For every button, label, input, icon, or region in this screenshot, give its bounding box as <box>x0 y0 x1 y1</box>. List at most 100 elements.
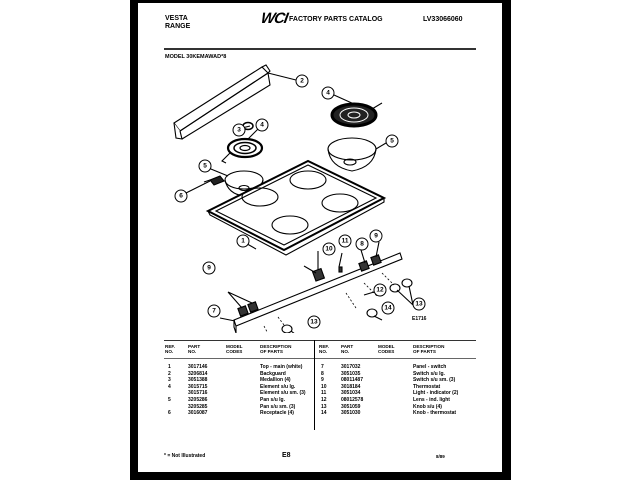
table-cell-desc: Pan s/u lg. <box>260 397 286 403</box>
table-cell-desc: Top - main (white) <box>260 364 303 370</box>
callout-13-left: 13 <box>307 315 321 329</box>
callout-4-left: 4 <box>255 118 269 132</box>
table-cell-desc: Switch s/u sm. (3) <box>413 377 456 384</box>
header-part-no: PART NO. <box>341 344 354 354</box>
table-cell-ref: 10 <box>321 383 327 390</box>
figure-number: E1716 <box>412 316 427 322</box>
svg-text:11: 11 <box>342 238 349 245</box>
callouts: 2 4 3 4 5 5 6 1 10 11 8 9 9 12 14 13 7 1… <box>174 74 426 329</box>
callout-11: 11 <box>338 234 352 248</box>
callout-6: 6 <box>174 189 188 203</box>
page-code: E8 <box>282 452 291 459</box>
callout-5-left: 5 <box>198 159 212 173</box>
table-cell-part: 3017146 <box>188 364 208 370</box>
table-cell-desc: Light - indicator (2) <box>413 390 459 397</box>
exploded-parts-diagram: 2 4 3 4 5 5 6 1 10 11 8 9 9 12 14 13 7 1… <box>173 64 426 333</box>
large-element-illustration <box>330 102 383 128</box>
table-cell-part: 3018184 <box>341 383 361 390</box>
header-part-no: PART NO. <box>188 344 201 354</box>
table-cell-desc: Medallion (4) <box>260 377 291 384</box>
catalog-number: LV33066060 <box>423 16 463 23</box>
table-cell-part: 3205286 <box>188 397 208 403</box>
revision-date: 8/89 <box>436 454 445 459</box>
table-header-rule <box>164 358 476 359</box>
header-model-codes: MODEL CODES <box>378 344 395 354</box>
table-cell-ref: 7 <box>321 364 324 370</box>
footnote: * = Not Illustrated <box>164 453 206 459</box>
table-cell-desc: Element s/u lg. <box>260 383 296 390</box>
table-cell-part: 3206814 <box>188 370 208 377</box>
model-label: MODEL 30KEMAWAD*8 <box>165 54 227 60</box>
switch-panel-illustration <box>233 252 403 333</box>
header-description: DESCRIPTION OF PARTS <box>413 344 445 354</box>
callout-8: 8 <box>355 237 369 251</box>
callout-1: 1 <box>236 234 250 248</box>
backguard-illustration <box>173 64 271 140</box>
table-cell-part: 3015716 <box>188 390 208 397</box>
table-cell-desc: Knob s/u (4) <box>413 403 442 410</box>
callout-5-right: 5 <box>385 134 399 148</box>
table-cell-ref: 9 <box>321 377 324 384</box>
callout-4-right: 4 <box>321 86 335 100</box>
svg-text:13: 13 <box>415 301 423 308</box>
table-cell-desc: Panel - switch <box>413 364 447 370</box>
receptacle-illustration <box>203 175 225 186</box>
brand-label: VESTA RANGE <box>165 15 190 31</box>
callout-7: 7 <box>207 304 221 318</box>
header-rule <box>164 48 476 50</box>
table-cell-ref: 5 <box>168 397 171 403</box>
table-cell-desc: Pan s/u sm. (3) <box>260 403 296 410</box>
header-description: DESCRIPTION OF PARTS <box>260 344 292 354</box>
table-cell-desc: Switch s/u lg. <box>413 370 445 377</box>
table-cell-ref: 4 <box>168 383 171 390</box>
table-cell-desc: Thermostat <box>413 383 441 390</box>
callout-14: 14 <box>381 301 395 315</box>
svg-text:7: 7 <box>212 308 216 315</box>
svg-text:10: 10 <box>325 246 333 253</box>
table-cell-desc: Knob - thermostat <box>413 410 457 417</box>
table-cell-desc: Lens - ind. light <box>413 397 450 403</box>
table-cell-ref: 11 <box>321 390 327 397</box>
svg-text:1: 1 <box>241 238 245 245</box>
svg-text:5: 5 <box>390 138 394 145</box>
wci-logo: WCI <box>259 10 289 27</box>
catalog-title: FACTORY PARTS CATALOG <box>289 16 383 23</box>
table-cell-part: 08011487 <box>341 377 363 384</box>
svg-text:13: 13 <box>310 319 318 326</box>
svg-text:14: 14 <box>384 305 392 312</box>
svg-text:9: 9 <box>374 233 378 240</box>
large-pan-illustration <box>327 137 377 172</box>
table-column-divider <box>314 340 315 430</box>
svg-text:8: 8 <box>360 241 364 248</box>
callout-10: 10 <box>322 242 336 256</box>
table-cell-ref: 8 <box>321 370 324 377</box>
table-cell-ref: 14 <box>321 410 327 417</box>
callout-9-left: 9 <box>202 261 216 275</box>
table-cell-part: 3051035 <box>341 370 361 377</box>
table-cell-ref: 1 <box>168 364 171 370</box>
svg-text:9: 9 <box>207 265 211 272</box>
table-cell-part: 3051388 <box>188 377 208 384</box>
main-top-illustration <box>205 159 387 256</box>
table-cell-part: 3016087 <box>188 410 208 417</box>
table-top-rule <box>164 340 476 341</box>
table-cell-part: 3051030 <box>341 410 361 417</box>
callout-12: 12 <box>373 283 387 297</box>
callout-3: 3 <box>232 123 246 137</box>
svg-text:2: 2 <box>300 78 304 85</box>
svg-text:6: 6 <box>179 193 183 200</box>
svg-text:12: 12 <box>376 287 384 294</box>
callout-9-right: 9 <box>369 229 383 243</box>
table-cell-part: 08012578 <box>341 397 364 403</box>
table-cell-part: 3051034 <box>341 390 361 397</box>
table-cell-ref: 3 <box>168 377 171 384</box>
table-cell-ref: 2 <box>168 370 171 377</box>
brand-line-2: RANGE <box>165 23 191 30</box>
small-element-illustration <box>221 137 264 164</box>
svg-text:3: 3 <box>237 127 241 134</box>
header-ref-no: REF. NO. <box>319 344 329 354</box>
svg-text:4: 4 <box>326 90 330 97</box>
svg-text:4: 4 <box>260 122 264 129</box>
catalog-page: VESTA RANGE WCI FACTORY PARTS CATALOG LV… <box>138 3 502 472</box>
header-ref-no: REF. NO. <box>165 344 175 354</box>
